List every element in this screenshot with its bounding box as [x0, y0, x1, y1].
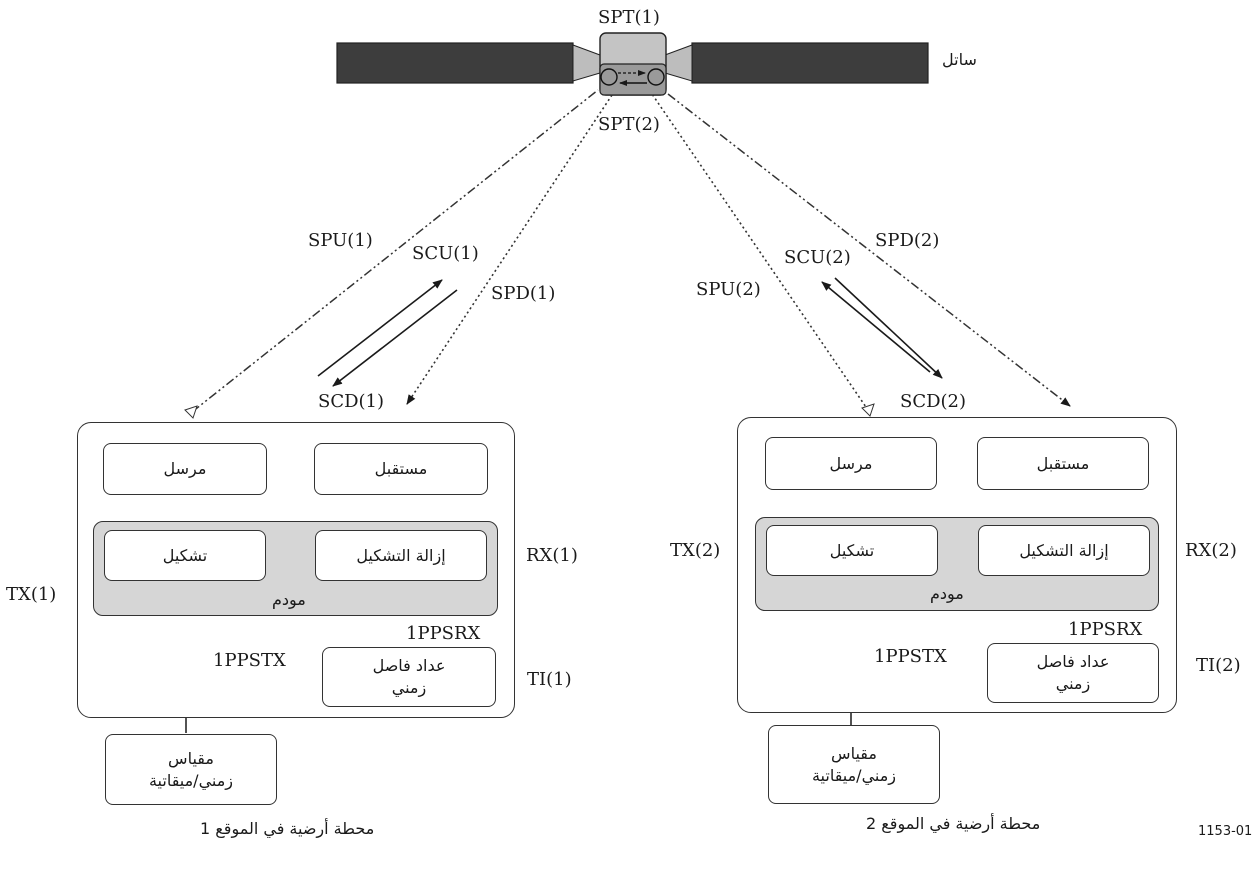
station1-demodulation-label: إزالة التشكيل [356, 545, 446, 565]
scu2-link [821, 281, 931, 373]
station1-counter-label-2: زمني [391, 678, 427, 697]
station1-clock-label-2: زمني/ميقاتية [148, 770, 234, 790]
solar-panel-right [691, 42, 929, 84]
station1-transmitter: مرسل [103, 443, 267, 495]
station1-modem-label: مودم [272, 590, 306, 609]
spt2-label: SPT(2) [598, 114, 660, 135]
station2-clock-label-2: زمني/ميقاتية [811, 765, 897, 785]
scu2-label: SCU(2) [784, 247, 851, 268]
spu1-link [191, 89, 599, 413]
panel-arm-left [572, 44, 601, 82]
spu1-origin-marker [184, 405, 198, 419]
station2-1ppstx-label: 1PPSTX [874, 646, 947, 667]
scu1-label: SCU(1) [412, 243, 479, 264]
scu1-link [317, 279, 443, 377]
spu2-origin-marker [861, 403, 875, 417]
scd1-label: SCD(1) [318, 391, 385, 412]
station2-counter-label-1: عداد فاصل [1036, 652, 1110, 672]
figure-number: 1153-01 [1198, 824, 1253, 839]
satellite-label: ساتل [942, 50, 977, 69]
station1-modulation: تشكيل [104, 530, 266, 581]
scd1-link [332, 289, 458, 387]
station1-time-interval-counter: عداد فاصل زمني [322, 647, 496, 707]
station1-time-scale-clock: مقياس زمني/ميقاتية [105, 734, 277, 805]
transponder-coil-left [600, 68, 618, 86]
station1-counter-label-1: عداد فاصل [372, 656, 446, 676]
station2-transmitter: مرسل [765, 437, 937, 490]
panel-arm-right [664, 44, 693, 82]
station2-receiver: مستقبل [977, 437, 1149, 490]
station1-caption: محطة أرضية في الموقع 1 [200, 819, 375, 838]
station2-modem-label: مودم [930, 584, 964, 603]
station1-receiver: مستقبل [314, 443, 488, 495]
station2-counter-label-2: زمني [1055, 674, 1091, 693]
station1-demodulation: إزالة التشكيل [315, 530, 487, 581]
spd1-label: SPD(1) [491, 283, 556, 304]
spu2-label: SPU(2) [696, 279, 761, 300]
station1-modulation-label: تشكيل [162, 545, 208, 565]
station2-time-interval-counter: عداد فاصل زمني [987, 643, 1159, 703]
station2-demodulation-label: إزالة التشكيل [1019, 540, 1109, 560]
spd2-link [667, 93, 1071, 407]
scd2-label: SCD(2) [900, 391, 967, 412]
scd2-link [834, 277, 943, 379]
station2-caption: محطة أرضية في الموقع 2 [866, 814, 1041, 833]
transponder-coil-right [647, 68, 665, 86]
spu1-label: SPU(1) [308, 230, 373, 251]
station2-1ppsrx-label: 1PPSRX [1068, 619, 1143, 640]
station1-clock-label-1: مقياس [168, 748, 214, 768]
spt1-label: SPT(1) [598, 7, 660, 28]
station2-modulation: تشكيل [766, 525, 938, 576]
station2-rx-label: RX(2) [1185, 540, 1237, 561]
station1-1ppstx-label: 1PPSTX [213, 650, 286, 671]
station1-rx-label: RX(1) [526, 545, 578, 566]
station1-receiver-label: مستقبل [374, 459, 428, 479]
spd2-label: SPD(2) [875, 230, 940, 251]
spd1-link [406, 94, 613, 405]
station2-tx-label: TX(2) [670, 540, 721, 561]
station1-1ppsrx-label: 1PPSRX [406, 623, 481, 644]
station1-transmitter-label: مرسل [163, 459, 207, 479]
station2-demodulation: إزالة التشكيل [978, 525, 1150, 576]
station2-clock-label-1: مقياس [831, 743, 877, 763]
station1-tx-label: TX(1) [6, 584, 57, 605]
solar-panel-left [336, 42, 574, 84]
spu2-link [651, 93, 869, 411]
station2-receiver-label: مستقبل [1036, 453, 1090, 473]
station2-transmitter-label: مرسل [829, 453, 873, 473]
station2-ti-label: TI(2) [1196, 655, 1241, 676]
station2-modulation-label: تشكيل [829, 540, 875, 560]
station1-ti-label: TI(1) [527, 669, 572, 690]
station2-time-scale-clock: مقياس زمني/ميقاتية [768, 725, 940, 804]
